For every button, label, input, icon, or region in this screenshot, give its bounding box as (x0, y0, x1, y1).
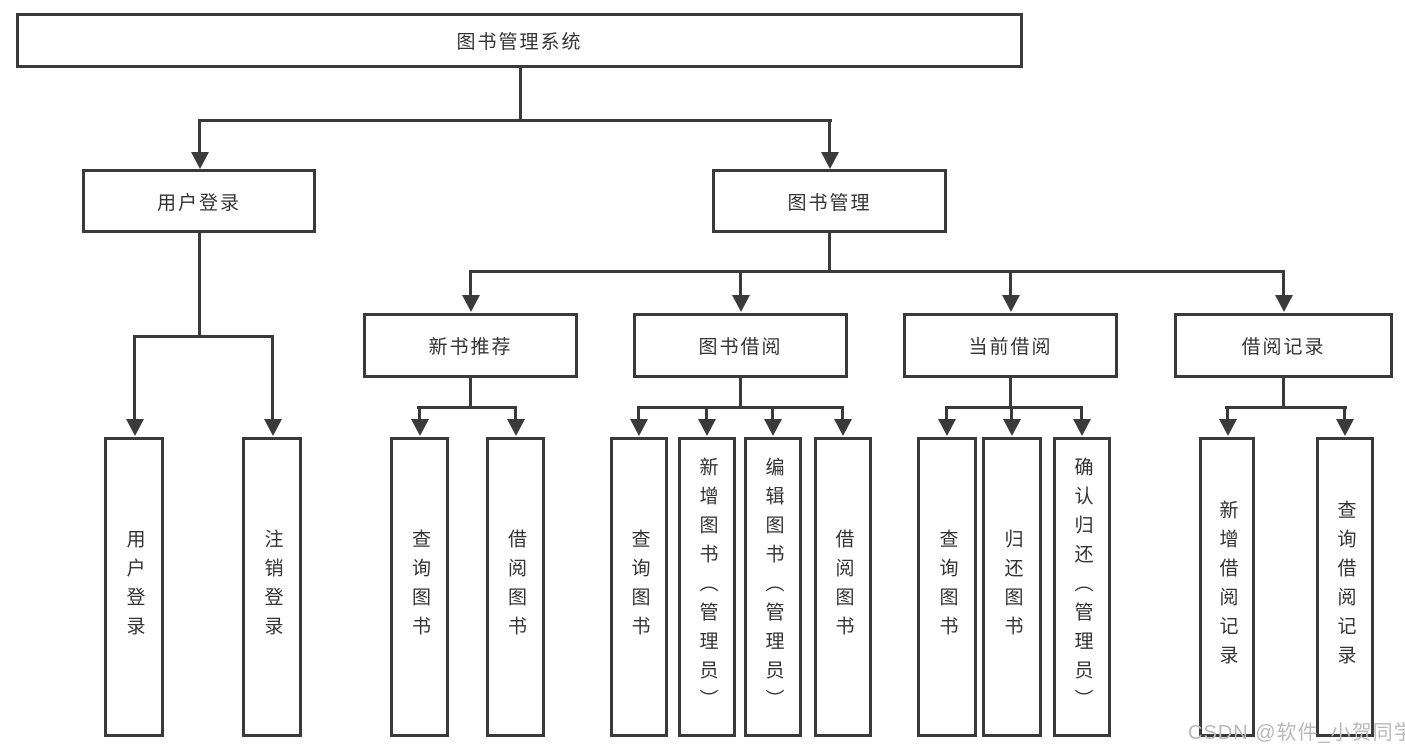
node-user-login: 用户登录 (82, 169, 316, 233)
connector-line (198, 119, 832, 122)
connector-line (417, 406, 517, 409)
leaf-newbook-borrow-book: 借阅图书 (486, 437, 545, 737)
node-new-book-recommendation-label: 新书推荐 (428, 337, 513, 358)
leaf-record-add-record-label: 新增借阅记录 (1216, 500, 1238, 674)
node-current-borrowing-label: 当前借阅 (968, 337, 1053, 358)
node-user-login-label: 用户登录 (156, 192, 241, 214)
connector-line (828, 233, 831, 273)
leaf-user-login-label: 用户登录 (123, 529, 145, 645)
leaf-record-add-record: 新增借阅记录 (1199, 437, 1255, 737)
leaf-borrow-add-book-admin: 新增图书（管理员） (678, 437, 736, 737)
leaf-current-confirm-return-admin-label: 确认归还（管理员） (1071, 456, 1093, 718)
arrow-down-icon (629, 406, 648, 436)
arrow-down-icon (763, 406, 782, 436)
node-book-management-label: 图书管理 (787, 192, 872, 214)
arrow-down-icon (1218, 406, 1237, 436)
arrow-down-icon (937, 406, 956, 436)
connector-line (519, 68, 522, 122)
arrow-down-icon (190, 119, 209, 169)
arrow-down-icon (461, 270, 480, 312)
connector-line (469, 378, 472, 409)
arrow-down-icon (833, 406, 852, 436)
connector-line (1282, 378, 1285, 409)
leaf-borrow-query-book-label: 查询图书 (628, 529, 650, 645)
leaf-borrow-add-book-admin-label: 新增图书（管理员） (696, 456, 718, 718)
leaf-borrow-borrow-book: 借阅图书 (814, 437, 872, 737)
leaf-record-query-record-label: 查询借阅记录 (1334, 500, 1356, 674)
leaf-current-query-book-label: 查询图书 (936, 529, 958, 645)
leaf-newbook-query-book: 查询图书 (390, 437, 449, 737)
arrow-down-icon (731, 270, 750, 312)
node-new-book-recommendation: 新书推荐 (363, 313, 578, 378)
connector-line (1225, 406, 1347, 409)
arrow-down-icon (506, 406, 525, 436)
leaf-record-query-record: 查询借阅记录 (1316, 437, 1374, 737)
node-root: 图书管理系统 (16, 13, 1023, 68)
arrow-down-icon (1335, 406, 1354, 436)
connector-line (198, 233, 201, 338)
connector-line (133, 335, 274, 338)
connector-line (469, 270, 1285, 273)
connector-line (945, 406, 1083, 409)
connector-line (1009, 378, 1012, 409)
arrow-down-icon (1274, 270, 1293, 312)
arrow-down-icon (1001, 270, 1020, 312)
leaf-current-return-book: 归还图书 (982, 437, 1042, 737)
node-root-label: 图书管理系统 (456, 32, 583, 53)
arrow-down-icon (820, 119, 839, 169)
node-book-borrowing-label: 图书借阅 (698, 337, 783, 358)
leaf-current-return-book-label: 归还图书 (1001, 529, 1023, 645)
leaf-borrow-edit-book-admin-label: 编辑图书（管理员） (762, 456, 784, 718)
node-current-borrowing: 当前借阅 (903, 313, 1118, 378)
node-book-borrowing: 图书借阅 (633, 313, 848, 378)
leaf-logout: 注销登录 (242, 437, 302, 737)
leaf-borrow-edit-book-admin: 编辑图书（管理员） (744, 437, 802, 737)
leaf-borrow-borrow-book-label: 借阅图书 (832, 529, 854, 645)
arrow-down-icon (410, 406, 429, 436)
leaf-borrow-query-book: 查询图书 (610, 437, 668, 737)
leaf-logout-label: 注销登录 (261, 529, 283, 645)
arrow-down-icon (1002, 406, 1021, 436)
arrow-down-icon (1072, 406, 1091, 436)
leaf-newbook-borrow-book-label: 借阅图书 (505, 529, 526, 645)
node-borrowing-records-label: 借阅记录 (1241, 337, 1326, 358)
arrow-down-icon (697, 406, 716, 436)
connector-line (637, 406, 844, 409)
leaf-newbook-query-book-label: 查询图书 (409, 529, 430, 645)
leaf-user-login: 用户登录 (104, 437, 164, 737)
leaf-current-confirm-return-admin: 确认归还（管理员） (1053, 437, 1111, 737)
csdn-watermark: CSDN @软件_小贺同学 (1188, 722, 1405, 744)
leaf-current-query-book: 查询图书 (917, 437, 977, 737)
node-book-management: 图书管理 (712, 169, 947, 233)
connector-line (739, 378, 742, 409)
node-borrowing-records: 借阅记录 (1174, 313, 1393, 378)
arrow-down-icon (125, 335, 144, 436)
arrow-down-icon (263, 335, 282, 436)
